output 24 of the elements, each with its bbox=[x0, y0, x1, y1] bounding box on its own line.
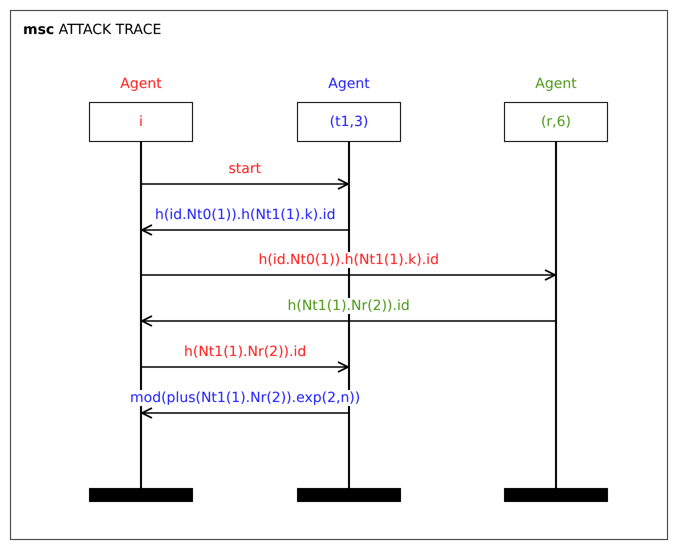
message-label: mod(plus(Nt1(1).Nr(2)).exp(2,n)) bbox=[129, 390, 362, 406]
message-label: h(Nt1(1).Nr(2)).id bbox=[183, 344, 308, 360]
lifeline-end-bar bbox=[89, 488, 193, 502]
agent-box: (t1,3) bbox=[297, 102, 401, 142]
message-arrow bbox=[142, 361, 349, 373]
lifeline bbox=[555, 142, 557, 488]
message-label: h(id.Nt0(1)).h(Nt1(1).k).id bbox=[258, 252, 440, 268]
message-arrow bbox=[141, 224, 348, 236]
lifeline bbox=[140, 142, 142, 488]
agent-label: Agent bbox=[534, 76, 578, 92]
frame-label: msc ATTACK TRACE bbox=[23, 22, 162, 38]
message-arrow bbox=[141, 315, 555, 327]
message-arrow bbox=[142, 178, 349, 190]
agent-box: (r,6) bbox=[504, 102, 608, 142]
diagram-frame bbox=[10, 10, 668, 540]
message-label: h(Nt1(1).Nr(2)).id bbox=[286, 298, 411, 314]
lifeline-end-bar bbox=[504, 488, 608, 502]
message-arrow bbox=[141, 407, 348, 419]
agent-label: Agent bbox=[327, 76, 371, 92]
message-arrow bbox=[142, 269, 556, 281]
agent-label: Agent bbox=[119, 76, 163, 92]
lifeline-end-bar bbox=[297, 488, 401, 502]
message-label: h(id.Nt0(1)).h(Nt1(1).k).id bbox=[154, 207, 336, 223]
agent-box: i bbox=[89, 102, 193, 142]
